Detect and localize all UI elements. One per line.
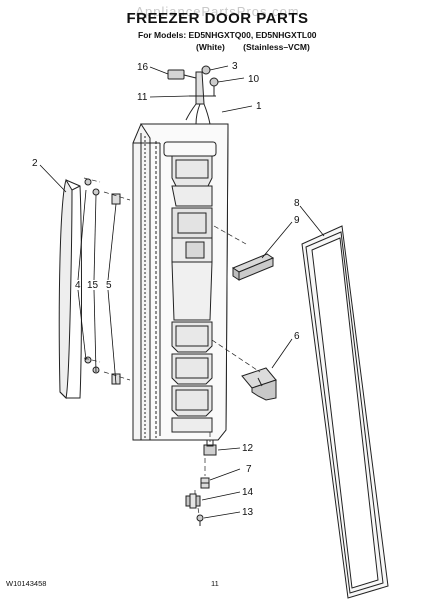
alignment-line [83, 357, 101, 363]
part-label-10: 10 [248, 74, 260, 85]
alignment-line [211, 339, 261, 373]
leader-3 [209, 65, 229, 71]
leader-1 [221, 105, 253, 113]
leader-6 [271, 338, 293, 369]
leader-8 [299, 205, 325, 237]
variant-labels: (White) (Stainless–VCM) [196, 42, 326, 52]
leader-5b [107, 289, 117, 385]
variant-stainless: (Stainless–VCM) [243, 42, 310, 52]
leader-4a [77, 189, 87, 281]
leader-10 [217, 77, 245, 83]
leader-9 [261, 221, 293, 259]
door-gasket [301, 225, 389, 599]
wire-harness [167, 65, 219, 125]
part-label-8: 8 [294, 198, 300, 209]
alignment-line [197, 507, 200, 515]
leader-16 [149, 66, 169, 75]
leader-13 [203, 511, 241, 519]
leader-15a [93, 194, 97, 281]
alignment-line [103, 191, 131, 201]
part-label-15: 15 [87, 280, 99, 291]
page-title: FREEZER DOOR PARTS [126, 10, 309, 27]
part-label-12: 12 [242, 443, 254, 454]
part-label-4: 4 [75, 280, 81, 291]
leader-7 [209, 468, 241, 481]
door-handle [58, 178, 82, 399]
alignment-line [103, 371, 131, 381]
leader-14 [201, 491, 241, 501]
part-label-13: 13 [242, 507, 254, 518]
leader-11 [149, 95, 190, 98]
part-label-9: 9 [294, 215, 300, 226]
part-6-bracket [241, 367, 277, 401]
watermark: AppliancePartsPros.com [135, 4, 300, 19]
page-number: 11 [211, 579, 219, 588]
document-number: W10143458 [6, 579, 47, 588]
part-label-14: 14 [242, 487, 254, 498]
part-label-1: 1 [256, 101, 262, 112]
part-label-16: 16 [137, 62, 149, 73]
leader-12 [217, 447, 241, 451]
freezer-door [132, 123, 229, 441]
part-label-7: 7 [246, 464, 252, 475]
handle-screws [84, 178, 121, 385]
variant-white: (White) [196, 42, 225, 52]
models-line: For Models: ED5NHGXTQ00, ED5NHGXTL00 [138, 30, 317, 40]
alignment-line [213, 225, 247, 245]
leader-5a [107, 203, 117, 281]
part-label-2: 2 [32, 158, 38, 169]
part-label-6: 6 [294, 331, 300, 342]
alignment-line [83, 177, 101, 183]
part-label-3: 3 [232, 61, 238, 72]
part-9-rail [231, 253, 275, 281]
part-label-11: 11 [137, 92, 148, 103]
hinge-parts [185, 439, 217, 526]
leader-2 [39, 164, 67, 193]
leader-15b [93, 289, 97, 373]
part-label-5: 5 [106, 280, 112, 291]
leader-4b [77, 289, 87, 361]
